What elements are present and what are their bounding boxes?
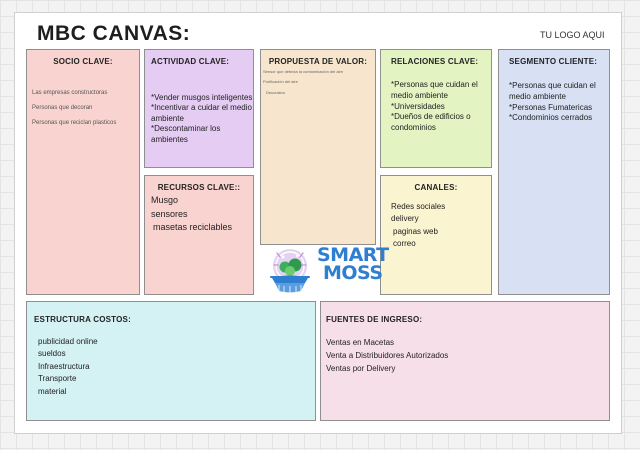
propuesta-valor-list: Sensor que detecta la contaminación del … xyxy=(263,69,375,95)
socio-clave-list: Las empresas constructoras Personas que … xyxy=(27,89,139,127)
propuesta-valor-box[interactable]: PROPUESTA DE VALOR: Sensor que detecta l… xyxy=(260,49,376,245)
list-item: publicidad online xyxy=(38,337,98,346)
list-item: Purificación del aire xyxy=(263,79,298,85)
list-item: Decorativo xyxy=(266,89,286,95)
list-item: *Personas Fumatericas xyxy=(509,102,593,112)
list-item: *Personas que cuidan el medio ambiente xyxy=(509,81,596,101)
logo-placeholder: TU LOGO AQUI xyxy=(540,30,605,40)
list-item: *Incentivar a cuidar el medio ambiente xyxy=(151,103,252,123)
list-item: Personas que reciclan plasticos xyxy=(32,120,117,127)
socio-clave-box[interactable]: SOCIO CLAVE: Las empresas constructoras … xyxy=(26,49,140,295)
list-item: sensores xyxy=(151,208,188,219)
list-item: Las empresas constructoras xyxy=(32,90,108,96)
fuentes-ingreso-box[interactable]: FUENTES DE INGRESO: Ventas en Macetas Ve… xyxy=(320,301,610,421)
list-item: Redes sociales xyxy=(391,202,446,211)
actividad-clave-label: ACTIVIDAD CLAVE: xyxy=(151,57,230,66)
list-item: Infraestructura xyxy=(38,361,90,371)
list-item: Transporte xyxy=(38,374,77,384)
recursos-clave-list: Musgo sensores masetas reciclables xyxy=(151,194,253,235)
segmento-cliente-list: *Personas que cuidan el medio ambiente *… xyxy=(509,81,609,124)
canales-box[interactable]: CANALES: Redes sociales delivery paginas… xyxy=(380,175,492,295)
relaciones-clave-box[interactable]: RELACIONES CLAVE: *Personas que cuidan e… xyxy=(380,49,492,168)
moss-terrarium-icon xyxy=(270,249,310,293)
estructura-costos-list: publicidad online sueldos Infraestructur… xyxy=(38,336,315,398)
brand-line-2: MOSS xyxy=(322,262,383,285)
list-item: masetas reciclables xyxy=(153,222,233,232)
list-item: *Universidades xyxy=(391,101,445,111)
brand-name: SMART MOSS xyxy=(317,244,389,285)
actividad-clave-list: *Vender musgos inteligentes *Incentivar … xyxy=(151,93,253,145)
segmento-cliente-label: SEGMENTO CLIENTE: xyxy=(509,57,598,66)
actividad-clave-box[interactable]: ACTIVIDAD CLAVE: *Vender musgos intelige… xyxy=(144,49,254,168)
list-item: paginas web xyxy=(393,226,438,236)
brand-line-1: SMART xyxy=(317,244,389,266)
estructura-costos-box[interactable]: ESTRUCTURA COSTOS: publicidad online sue… xyxy=(26,301,316,421)
relaciones-clave-list: *Personas que cuidan el medio ambiente *… xyxy=(391,80,491,134)
socio-clave-label: SOCIO CLAVE: xyxy=(53,57,113,66)
list-item: material xyxy=(38,386,67,396)
canales-label: CANALES: xyxy=(414,183,458,192)
estructura-costos-label: ESTRUCTURA COSTOS: xyxy=(34,315,131,324)
list-item: *Vender musgos inteligentes xyxy=(151,93,253,102)
list-item: *Personas que cuidan el medio ambiente xyxy=(391,80,478,100)
list-item: sueldos xyxy=(38,349,66,359)
list-item: *Descontaminar los ambientes xyxy=(151,124,221,144)
propuesta-valor-label: PROPUESTA DE VALOR: xyxy=(268,57,368,66)
page-title: MBC CANVAS: xyxy=(37,22,191,45)
relaciones-clave-label: RELACIONES CLAVE: xyxy=(391,57,479,66)
list-item: Ventas en Macetas xyxy=(326,338,395,347)
list-item: Sensor que detecta la contaminación del … xyxy=(263,69,344,74)
list-item: Ventas por Delivery xyxy=(326,363,396,373)
list-item: Venta a Distribuidores Autorizados xyxy=(326,350,449,360)
fuentes-ingreso-list: Ventas en Macetas Venta a Distribuidores… xyxy=(326,337,609,375)
list-item: Musgo xyxy=(151,195,179,205)
fuentes-ingreso-label: FUENTES DE INGRESO: xyxy=(326,315,423,324)
list-item: *Dueños de edificios o condominios xyxy=(391,112,471,133)
brand-logo: SMART MOSS xyxy=(268,243,389,297)
list-item: correo xyxy=(393,239,416,249)
segmento-cliente-box[interactable]: SEGMENTO CLIENTE: *Personas que cuidan e… xyxy=(498,49,610,295)
recursos-clave-box[interactable]: RECURSOS CLAVE:: Musgo sensores masetas … xyxy=(144,175,254,295)
list-item: *Condominios cerrados xyxy=(509,113,593,123)
list-item: delivery xyxy=(391,214,419,224)
canales-list: Redes sociales delivery paginas web corr… xyxy=(391,201,491,251)
recursos-clave-label: RECURSOS CLAVE:: xyxy=(157,183,241,192)
list-item: Personas que decoran xyxy=(32,105,93,112)
